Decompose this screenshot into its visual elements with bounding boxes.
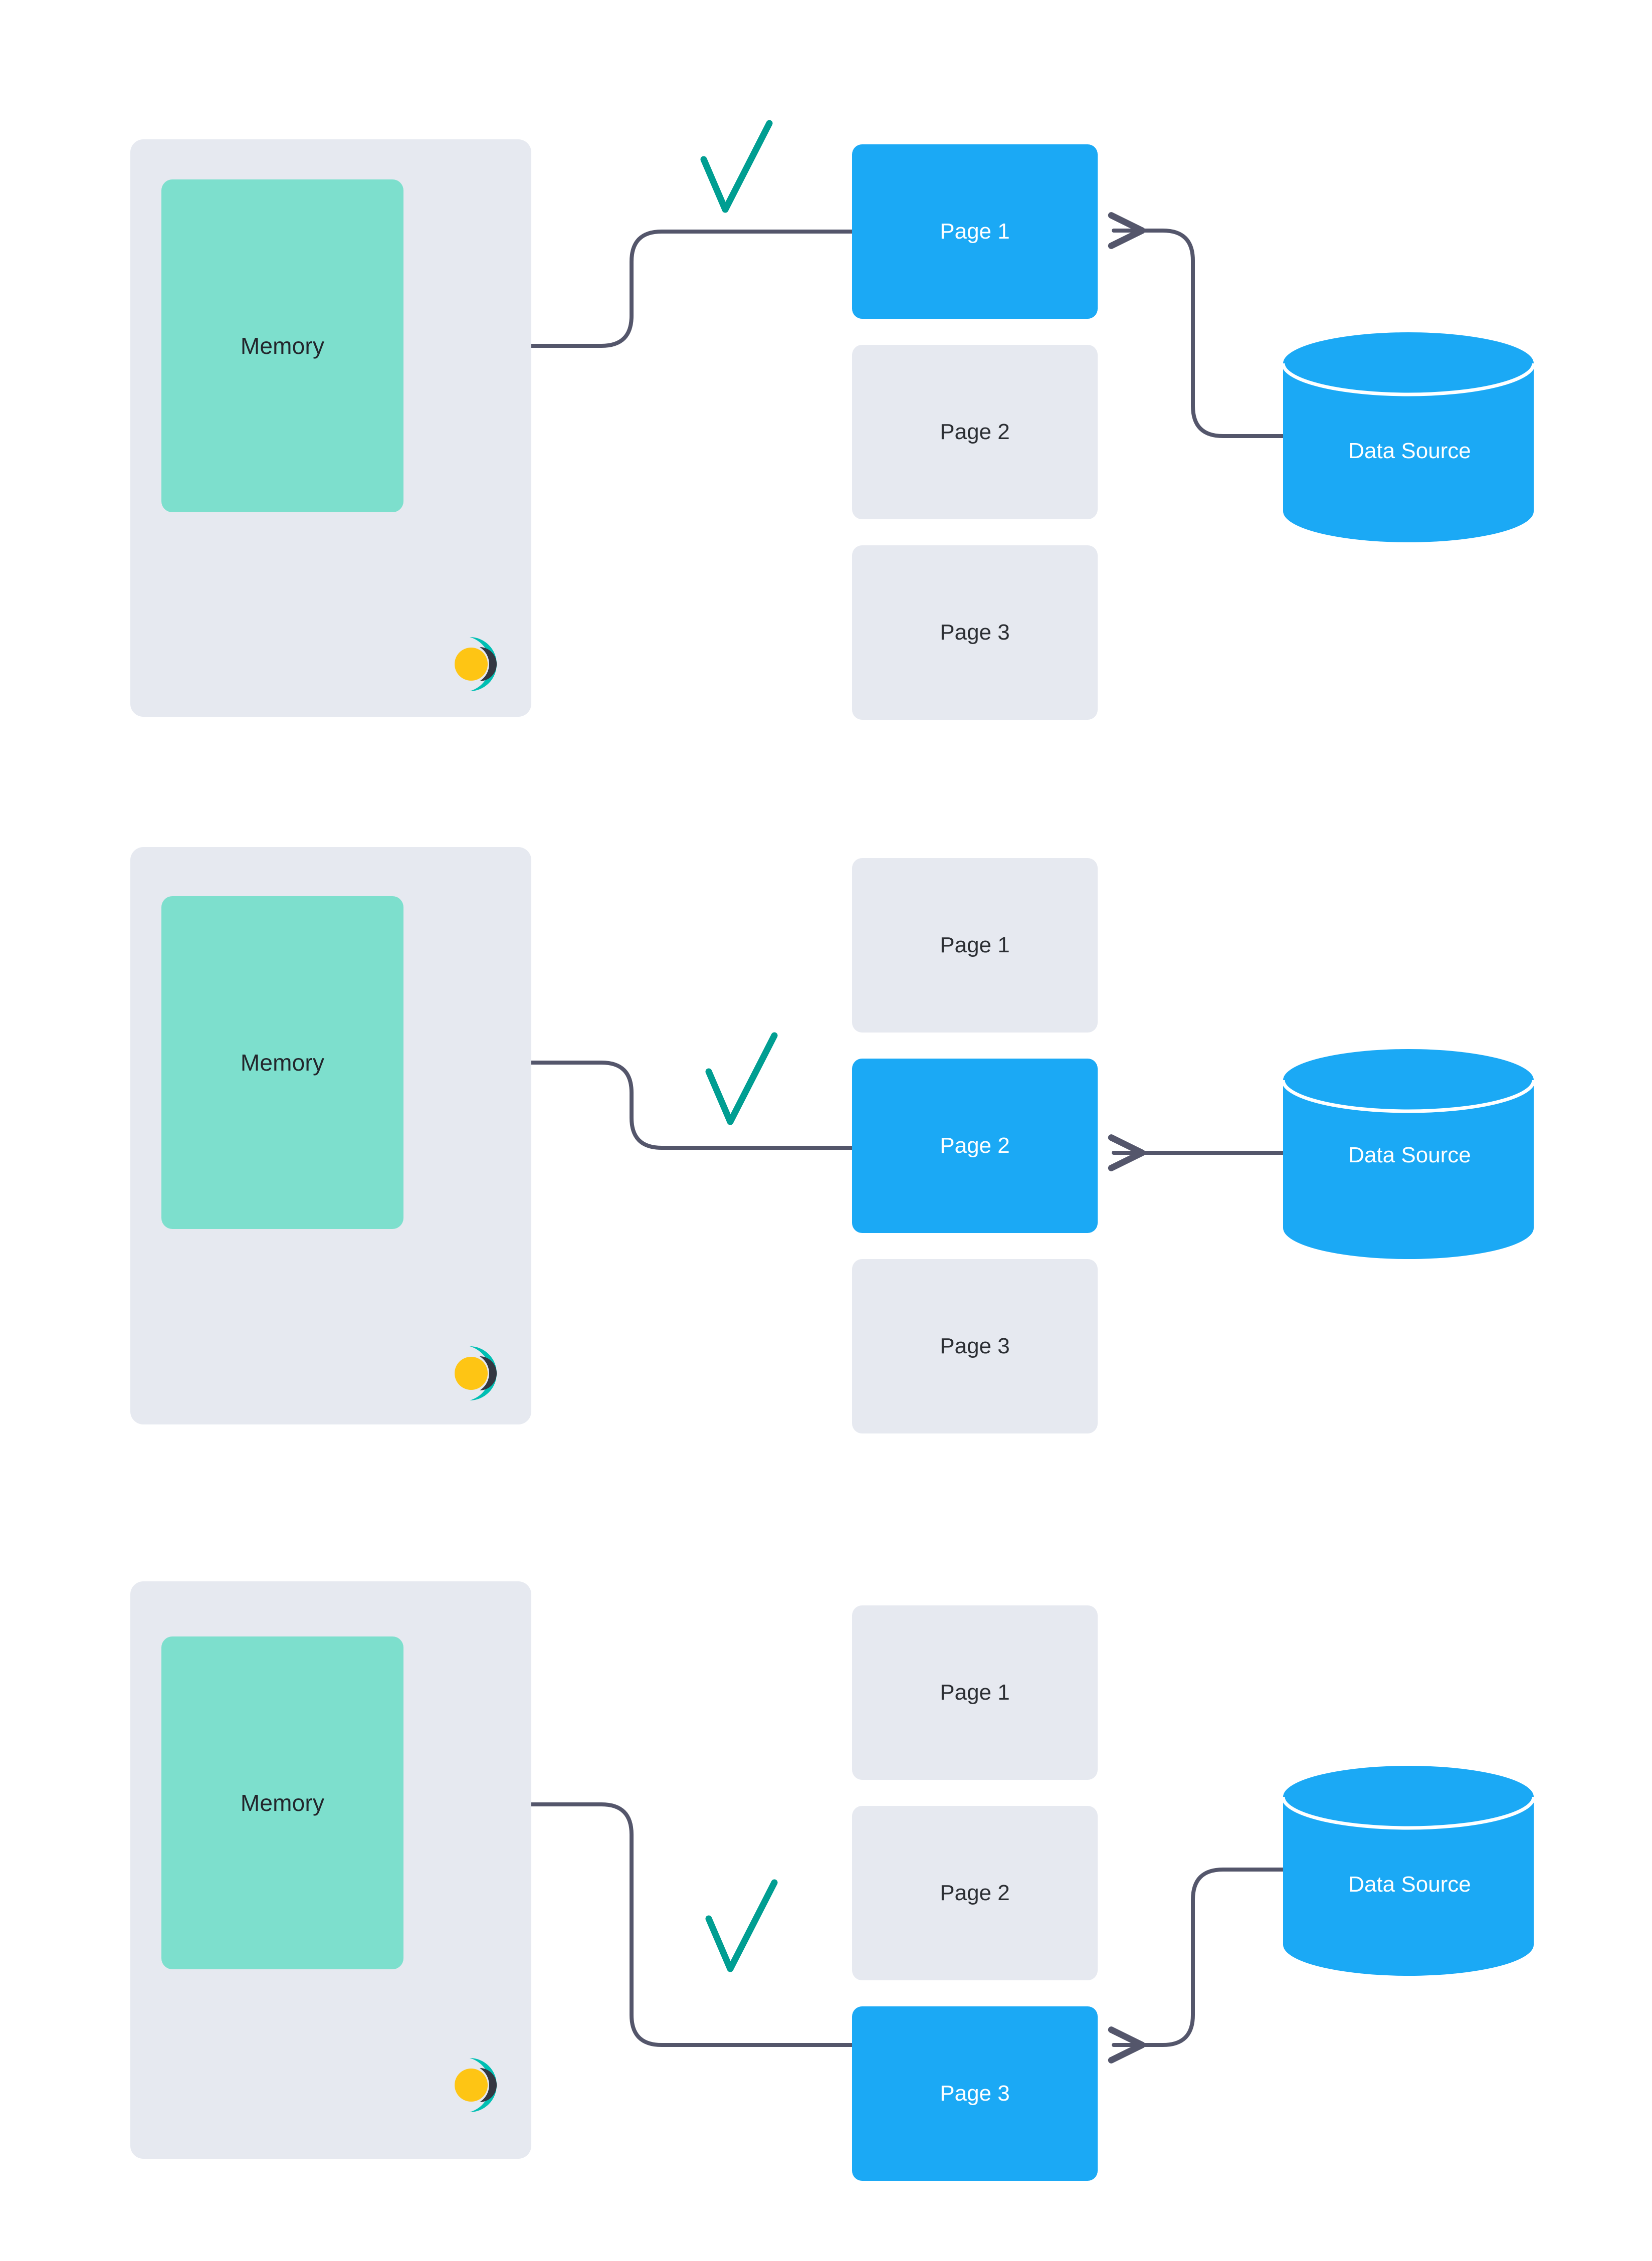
checkmark-icon-step-1 — [692, 115, 782, 216]
elastic-logo-icon — [449, 2055, 514, 2115]
memory-label: Memory — [240, 1790, 325, 1816]
checkmark-icon-step-2 — [697, 1027, 787, 1128]
page-box-step-3-page-3[interactable]: Page 3 — [852, 2006, 1098, 2181]
memory-box-step-2: Memory — [161, 896, 403, 1229]
page-box-step-1-page-1[interactable]: Page 1 — [852, 144, 1098, 319]
memory-box-step-1: Memory — [161, 179, 403, 512]
data-source-cylinder-step-3[interactable]: Data Source — [1281, 1764, 1539, 1977]
page-label: Page 3 — [940, 2081, 1010, 2106]
page-label: Page 2 — [940, 420, 1010, 444]
memory-box-step-3: Memory — [161, 1636, 403, 1969]
page-label: Page 1 — [940, 219, 1010, 244]
page-box-step-2-page-2[interactable]: Page 2 — [852, 1059, 1098, 1233]
page-label: Page 1 — [940, 933, 1010, 957]
checkmark-icon-step-3 — [697, 1875, 787, 1975]
data-source-label: Data Source — [1348, 1143, 1471, 1167]
data-source-cylinder-step-2[interactable]: Data Source — [1281, 1048, 1539, 1261]
page-box-step-1-page-2[interactable]: Page 2 — [852, 345, 1098, 519]
memory-label: Memory — [240, 1050, 325, 1076]
page-label: Page 2 — [940, 1881, 1010, 1905]
page-box-step-3-page-1[interactable]: Page 1 — [852, 1605, 1098, 1780]
page-label: Page 1 — [940, 1680, 1010, 1705]
page-label: Page 2 — [940, 1133, 1010, 1158]
page-label: Page 3 — [940, 1334, 1010, 1358]
page-label: Page 3 — [940, 620, 1010, 645]
data-source-label: Data Source — [1348, 1872, 1471, 1897]
elastic-logo-icon — [449, 634, 514, 694]
page-box-step-2-page-3[interactable]: Page 3 — [852, 1259, 1098, 1433]
data-source-label: Data Source — [1348, 439, 1471, 463]
connector-datasource-to-page1 — [1108, 212, 1285, 438]
data-source-cylinder-step-1[interactable]: Data Source — [1281, 331, 1539, 544]
memory-label: Memory — [240, 333, 325, 359]
page-box-step-2-page-1[interactable]: Page 1 — [852, 858, 1098, 1033]
connector-datasource-to-page3 — [1108, 1868, 1285, 2064]
page-box-step-3-page-2[interactable]: Page 2 — [852, 1806, 1098, 1980]
page-box-step-1-page-3[interactable]: Page 3 — [852, 545, 1098, 720]
elastic-logo-icon — [449, 1343, 514, 1403]
